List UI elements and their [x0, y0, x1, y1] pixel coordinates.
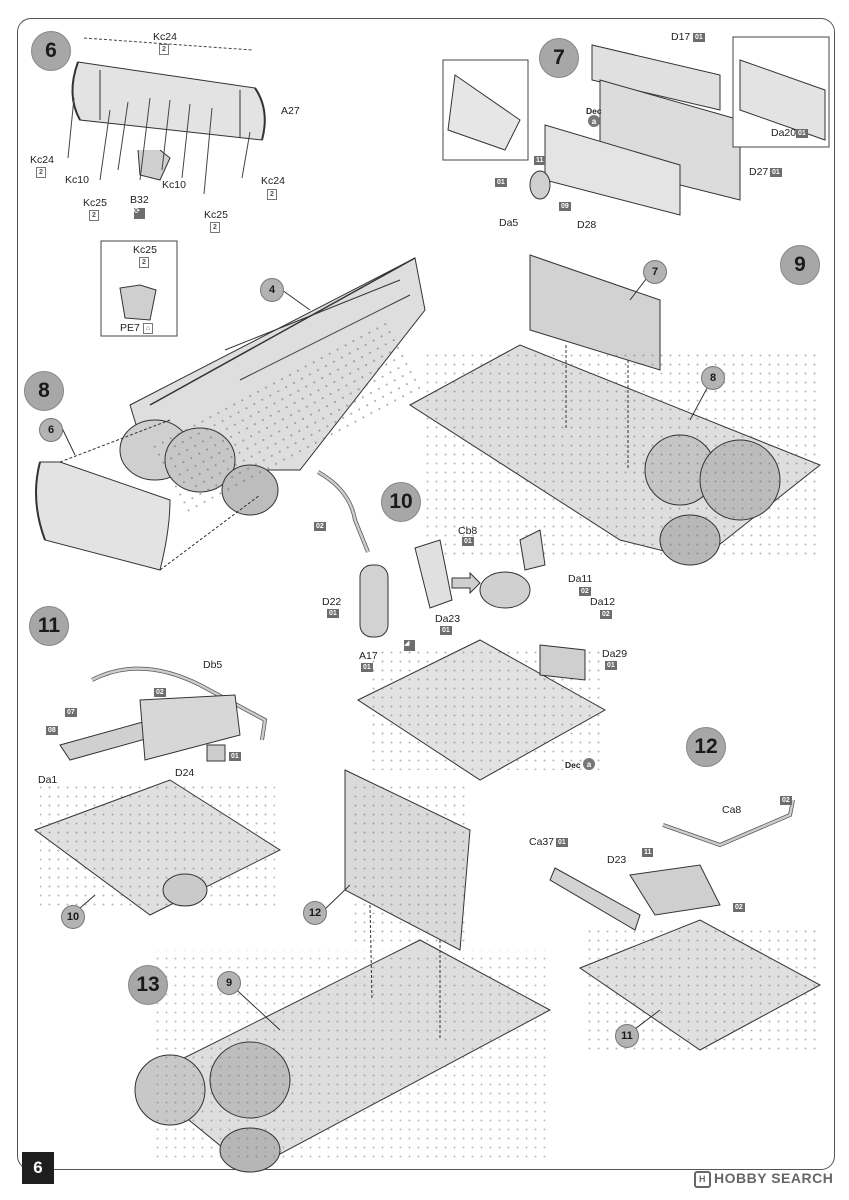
badge-da29: 01: [605, 661, 617, 670]
label-kc25-left: Kc25: [83, 197, 107, 209]
label-a17: A17: [359, 650, 378, 662]
hobby-search-logo-icon: H: [694, 1171, 711, 1188]
label-kc24-right: Kc24: [261, 175, 285, 187]
label-kc25-inset: Kc25: [133, 244, 157, 256]
callout-12: 12: [303, 901, 327, 925]
step-13: 13: [128, 965, 168, 1005]
callout-8: 8: [701, 366, 725, 390]
label-kc10-mid: Kc10: [162, 179, 186, 191]
callout-11: 11: [615, 1024, 639, 1048]
step-10: 10: [381, 482, 421, 522]
badge-ca8: 02: [780, 796, 792, 805]
badge-d22: 01: [327, 609, 339, 618]
label-da12: Da12: [590, 596, 616, 608]
callout-4: 4: [260, 278, 284, 302]
label-kc24-left: Kc24: [30, 154, 54, 166]
decal-label-s7: Dec: [586, 106, 602, 116]
part-plate-step8: [35, 419, 261, 571]
decal-ref-s10: a: [583, 758, 595, 770]
badge-s11-08: 08: [46, 726, 58, 735]
badge-d23b: 02: [733, 903, 745, 912]
step-8: 8: [24, 371, 64, 411]
label-b32: B32: [130, 194, 149, 206]
label-d23: D23: [607, 854, 627, 866]
label-da11: Da11: [568, 573, 593, 585]
badge-da23: 01: [440, 626, 452, 635]
step-9: 9: [780, 245, 820, 285]
label-da5: Da5: [499, 217, 519, 229]
badge-ca37: 01: [556, 838, 568, 847]
callout-10: 10: [61, 905, 85, 929]
badge-d24: 01: [229, 752, 241, 761]
part-hull-step8: [119, 257, 426, 519]
pe-icon: ⌂: [143, 323, 154, 334]
badge-s10-02: 02: [314, 522, 326, 531]
label-d27: D27: [749, 166, 769, 178]
label-da20: Da20: [771, 127, 797, 139]
badge-d27: 01: [770, 168, 782, 177]
decal-ref-s7: a: [588, 115, 600, 127]
badge-s11-07: 07: [65, 708, 77, 717]
badge-b32-icon: ⟳: [134, 208, 145, 219]
label-a27: A27: [281, 105, 300, 117]
label-ca37: Ca37: [529, 836, 555, 848]
step-11: 11: [29, 606, 69, 646]
step-6: 6: [31, 31, 71, 71]
badge-kc25-inset: 2: [139, 257, 149, 268]
decal-label-s10: Dec: [565, 760, 581, 770]
badge-kc24-right: 2: [267, 189, 277, 200]
badge-s7-09: 09: [559, 202, 571, 211]
badge-da11: 02: [579, 587, 591, 596]
label-ca8: Ca8: [722, 804, 742, 816]
label-db5: Db5: [203, 659, 223, 671]
callout-6: 6: [39, 418, 63, 442]
badge-s7-01: 01: [495, 178, 507, 187]
callout-7: 7: [643, 260, 667, 284]
label-d28: D28: [577, 219, 597, 231]
step-7: 7: [539, 38, 579, 78]
badge-a17: 01: [361, 663, 373, 672]
label-kc10-left: Kc10: [65, 174, 89, 186]
label-da23: Da23: [435, 613, 461, 625]
label-cb8: Cb8: [458, 525, 478, 537]
watermark-text: HOBBY SEARCH: [714, 1170, 834, 1186]
badge-d17: 01: [693, 33, 705, 42]
label-pe7: PE7: [120, 322, 140, 334]
label-da29: Da29: [602, 648, 628, 660]
badge-kc24-top: 2: [159, 44, 169, 55]
badge-cb8: 01: [462, 537, 474, 546]
badge-kc25-left: 2: [89, 210, 99, 221]
step-12: 12: [686, 727, 726, 767]
callout-9: 9: [217, 971, 241, 995]
badge-s7-11: 11: [534, 156, 546, 165]
badge-da20: 01: [796, 129, 808, 138]
badge-d23: 11: [642, 848, 654, 857]
label-d17: D17: [671, 31, 691, 43]
part-floor-step9: [409, 254, 821, 566]
paint-icon: ◢: [404, 640, 415, 651]
badge-kc24-left: 2: [36, 167, 46, 178]
label-kc24-top: Kc24: [153, 31, 177, 43]
page-number: 6: [22, 1152, 54, 1184]
label-da1: Da1: [38, 774, 58, 786]
badge-db5: 02: [154, 688, 166, 697]
label-d24: D24: [175, 767, 195, 779]
badge-da12: 02: [600, 610, 612, 619]
label-d22: D22: [322, 596, 342, 608]
label-kc25-right: Kc25: [204, 209, 228, 221]
badge-kc25-right: 2: [210, 222, 220, 233]
part-a27-plate: [71, 61, 266, 181]
